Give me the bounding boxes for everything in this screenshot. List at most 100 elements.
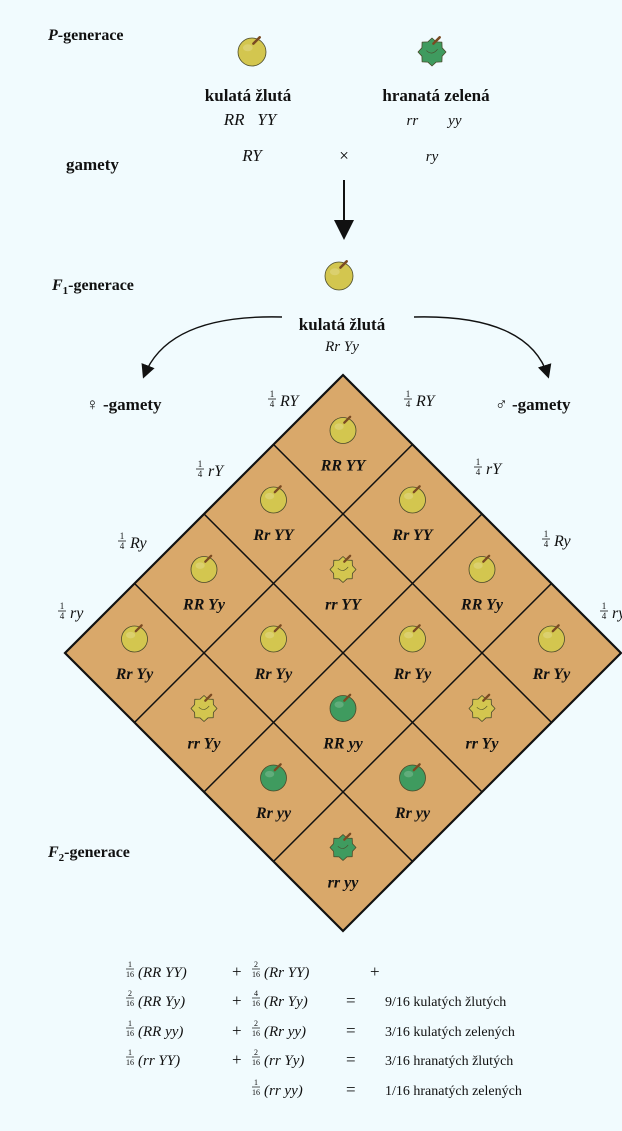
svg-text:1: 1 — [270, 389, 275, 399]
svg-text:=: = — [346, 1080, 356, 1099]
left-curved-arrow — [144, 317, 282, 376]
svg-text:4: 4 — [602, 611, 607, 621]
svg-text:1: 1 — [120, 531, 125, 541]
svg-text:rY: rY — [486, 461, 503, 478]
parent-right-phenotype: hranatá zelená — [382, 86, 490, 105]
yellow-round-pea-icon — [539, 625, 565, 652]
svg-text:3/16 kulatých zelených: 3/16 kulatých zelených — [385, 1025, 515, 1040]
yellow-round-pea-icon — [469, 556, 495, 583]
svg-text:(RR YY): (RR YY) — [138, 965, 187, 981]
svg-text:Ry: Ry — [129, 535, 147, 552]
svg-text:16: 16 — [126, 1058, 134, 1067]
p-generation-label: P-generace — [47, 27, 124, 44]
svg-text:4: 4 — [254, 989, 258, 998]
svg-text:rY: rY — [208, 463, 225, 480]
summary-row: (RR yy)+(Rr yy)=3/16 kulatých zelených — [138, 1021, 515, 1040]
svg-text:16: 16 — [252, 1058, 260, 1067]
cell-genotype: Rr yy — [394, 805, 431, 822]
yellow-round-pea-icon — [261, 486, 287, 513]
svg-text:1: 1 — [406, 389, 411, 399]
cell-genotype: rr Yy — [187, 736, 221, 753]
cell-genotype: RR YY — [320, 458, 367, 475]
parent-left-phenotype: kulatá žlutá — [205, 86, 292, 105]
svg-text:4: 4 — [60, 611, 65, 621]
svg-text:1: 1 — [602, 601, 607, 611]
svg-text:4: 4 — [406, 399, 411, 409]
svg-text:4: 4 — [476, 467, 481, 477]
cell-genotype: rr yy — [328, 875, 360, 892]
svg-text:4: 4 — [270, 399, 275, 409]
green-round-pea-icon — [330, 695, 356, 722]
svg-text:1: 1 — [254, 1078, 258, 1087]
yellow-round-pea-icon — [261, 625, 287, 652]
cell-genotype: RR yy — [322, 736, 363, 753]
svg-text:+: + — [232, 1021, 242, 1040]
cell-genotype: rr YY — [325, 597, 362, 614]
summary-row: (RR Yy)+(Rr Yy)=9/16 kulatých žlutých — [138, 991, 506, 1010]
svg-text:9/16 kulatých žlutých: 9/16 kulatých žlutých — [385, 995, 506, 1010]
svg-text:+: + — [232, 991, 242, 1010]
svg-text:RY: RY — [415, 393, 436, 410]
gamete-fraction-label: 14 ry — [58, 601, 84, 622]
right-curved-arrow — [414, 317, 548, 376]
gamete-fraction-label: 14 rY — [474, 457, 503, 478]
green-round-pea-icon — [400, 764, 426, 791]
svg-text:16: 16 — [252, 999, 260, 1008]
svg-text:(Rr yy): (Rr yy) — [264, 1024, 306, 1040]
svg-text:16: 16 — [252, 970, 260, 979]
cross-symbol: × — [339, 146, 349, 165]
svg-text:ry: ry — [70, 605, 84, 622]
svg-text:(rr Yy): (rr Yy) — [264, 1053, 304, 1069]
svg-text:3/16 hranatých žlutých: 3/16 hranatých žlutých — [385, 1054, 513, 1069]
svg-text:1: 1 — [198, 459, 203, 469]
yellow-round-pea-icon — [400, 625, 426, 652]
svg-text:(Rr Yy): (Rr Yy) — [264, 994, 308, 1010]
svg-text:=: = — [346, 991, 356, 1010]
svg-text:16: 16 — [252, 1029, 260, 1038]
cell-genotype: RR Yy — [460, 597, 504, 614]
yellow-round-pea-icon — [238, 37, 266, 66]
svg-text:1: 1 — [128, 1019, 132, 1028]
yellow-round-pea-icon — [400, 486, 426, 513]
svg-text:1/16 hranatých zelených: 1/16 hranatých zelených — [385, 1084, 522, 1099]
svg-text:1: 1 — [476, 457, 481, 467]
gamete-fraction-label: 14Ry — [118, 531, 147, 552]
svg-text:16: 16 — [126, 999, 134, 1008]
summary-row: (rr yy)=1/16 hranatých zelených — [264, 1080, 522, 1099]
parent-right-genotype: rr yy — [407, 113, 462, 129]
svg-text:16: 16 — [126, 1029, 134, 1038]
f2-generation-label: F2-generace — [47, 844, 130, 864]
green-wrinkled-pea-icon — [418, 37, 446, 66]
svg-text:+: + — [232, 962, 242, 981]
f1-genotype: Rr Yy — [324, 339, 359, 355]
yellow-round-pea-icon — [122, 625, 148, 652]
svg-text:1: 1 — [544, 529, 549, 539]
gamete-fraction-label: 14RY — [268, 389, 300, 410]
svg-text:+: + — [232, 1050, 242, 1069]
cell-genotype: Rr Yy — [254, 666, 293, 683]
svg-text:1: 1 — [60, 601, 65, 611]
svg-text:+: + — [370, 962, 380, 981]
f1-generation-label: F1-generace — [51, 277, 134, 297]
cell-genotype: Rr Yy — [532, 666, 571, 683]
svg-text:(rr YY): (rr YY) — [138, 1053, 180, 1069]
svg-text:16: 16 — [126, 970, 134, 979]
yellow-round-pea-icon — [191, 556, 217, 583]
svg-text:4: 4 — [198, 469, 203, 479]
cell-genotype: Rr yy — [255, 805, 292, 822]
svg-text:(Rr YY): (Rr YY) — [264, 965, 309, 981]
gametes-label: gamety — [66, 155, 119, 174]
green-round-pea-icon — [261, 764, 287, 791]
yellow-round-pea-icon — [330, 417, 356, 444]
gamete-left: RY — [241, 146, 263, 165]
cell-genotype: Rr YY — [252, 527, 294, 544]
svg-text:1: 1 — [128, 960, 132, 969]
svg-text:=: = — [346, 1050, 356, 1069]
cell-genotype: Rr Yy — [115, 666, 154, 683]
